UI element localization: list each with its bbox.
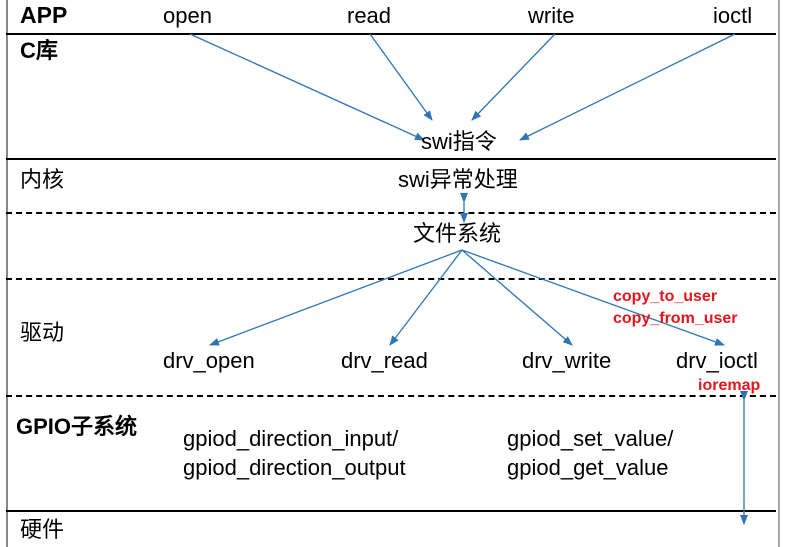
app-call-write: write	[528, 3, 575, 28]
gpio-direction-output: gpiod_direction_output	[183, 455, 406, 480]
arrow-open-to-swi	[189, 33, 425, 141]
layer-label-driver: 驱动	[20, 320, 65, 345]
app-call-open: open	[163, 3, 212, 28]
frame-right-border	[778, 0, 780, 547]
annotation-ioremap: ioremap	[698, 377, 761, 394]
swi-handler-node: swi异常处理	[398, 167, 518, 192]
frame-left-border	[6, 0, 8, 547]
layer-label-clib: C库	[20, 38, 58, 63]
filesystem-node: 文件系统	[413, 221, 502, 246]
arrow-write-to-swi	[471, 33, 556, 121]
arrow-fs-to-drv-read	[389, 249, 463, 346]
app-call-read: read	[347, 3, 392, 28]
swi-instruction-node: swi指令	[421, 129, 497, 154]
annotation-copy-to-user: copy_to_user	[613, 288, 718, 305]
layer-label-gpio: GPIO子系统	[16, 414, 138, 439]
app-call-ioctl: ioctl	[713, 3, 753, 28]
arrow-read-to-swi	[369, 33, 433, 121]
arrow-ioctl-to-swi	[519, 33, 736, 141]
layer-label-hardware: 硬件	[20, 517, 65, 542]
separator-kernel-fs	[6, 212, 776, 214]
separator-fs-driver	[6, 278, 776, 280]
separator-clib-kernel	[6, 158, 776, 160]
layer-label-kernel: 内核	[20, 167, 65, 192]
driver-read-node: drv_read	[341, 348, 428, 373]
driver-ioctl-node: drv_ioctl	[676, 348, 758, 373]
gpio-set-value: gpiod_set_value/	[507, 426, 674, 451]
driver-write-node: drv_write	[522, 348, 612, 373]
layer-label-app: APP	[20, 2, 68, 28]
arrow-fs-to-drv-write	[461, 249, 573, 346]
gpio-direction-input: gpiod_direction_input/	[183, 426, 399, 451]
gpio-get-value: gpiod_get_value	[507, 455, 669, 480]
arrow-fs-to-drv-open	[209, 249, 463, 346]
separator-driver-gpio	[6, 395, 776, 397]
driver-open-node: drv_open	[163, 348, 255, 373]
separator-app-clib	[6, 33, 776, 35]
annotation-copy-from-user: copy_from_user	[613, 310, 738, 327]
arrow-fs-to-drv-ioctl	[461, 249, 725, 346]
separator-gpio-hardware	[6, 510, 776, 512]
